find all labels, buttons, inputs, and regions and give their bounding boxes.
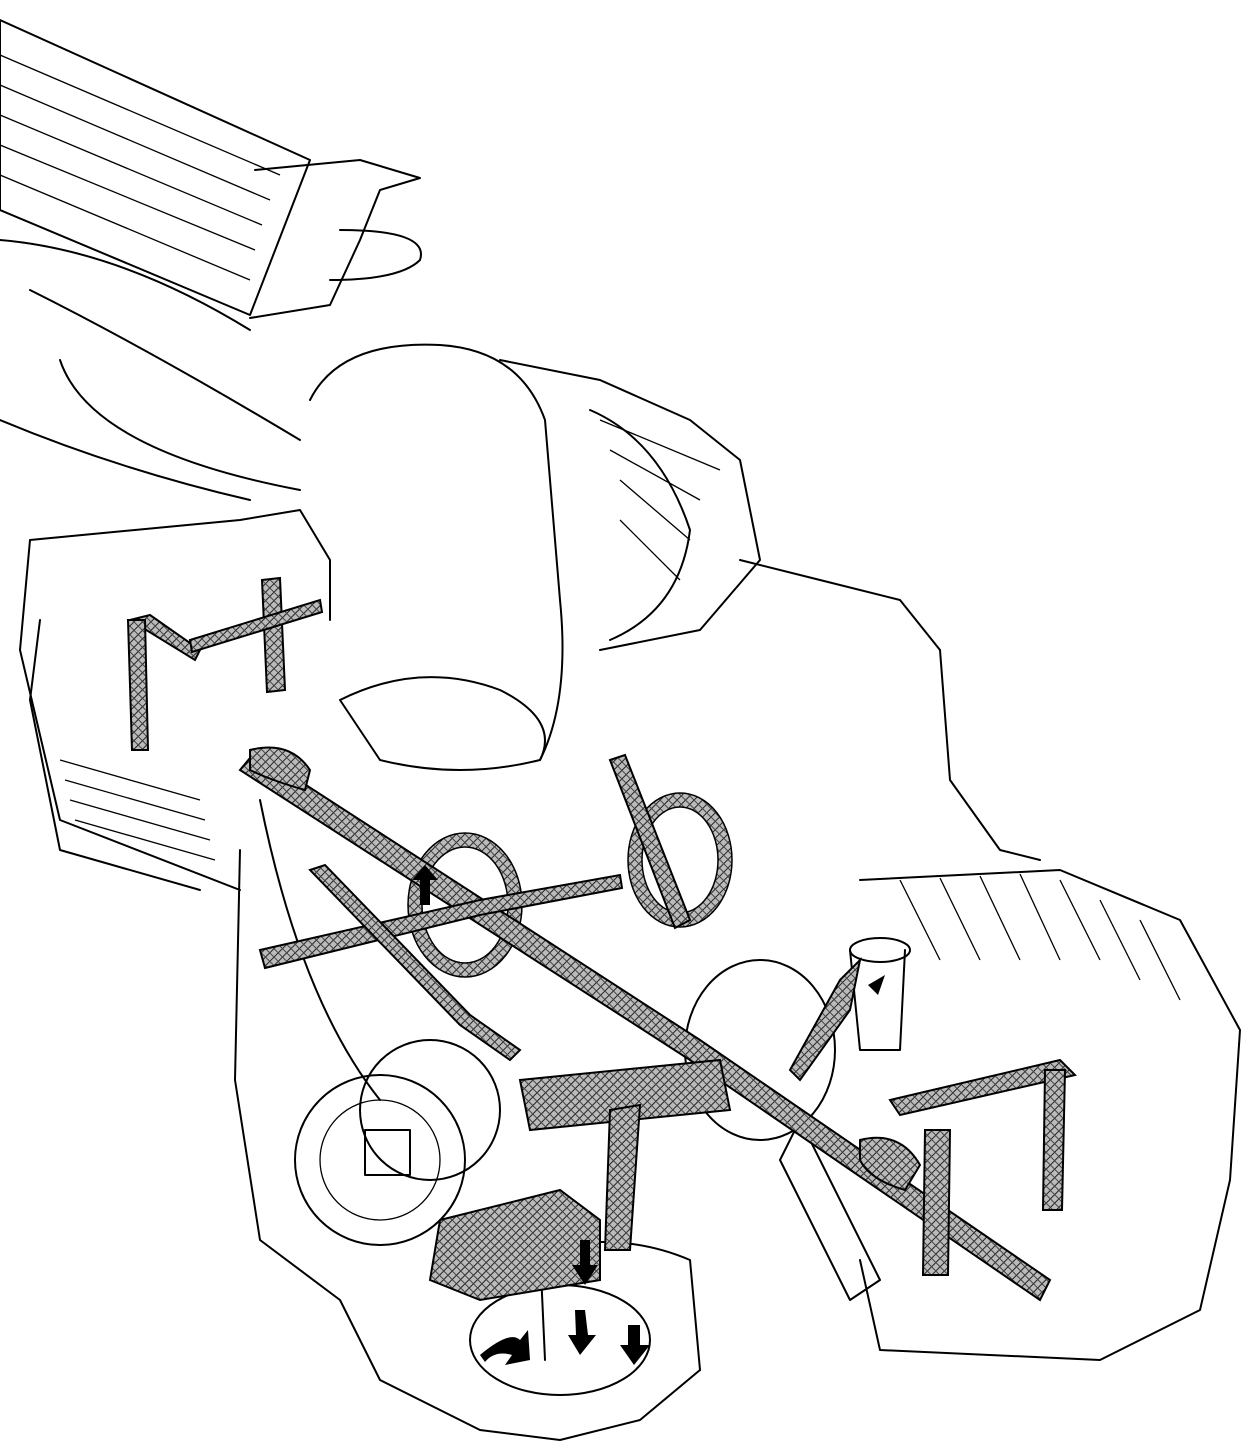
oil-flow-arrow-icon [572, 1240, 598, 1285]
oil-flow-arrows [412, 865, 885, 1365]
oil-flow-arrow-icon [480, 1330, 530, 1365]
left-cylinder [29, 619, 546, 891]
oil-flow-arrow-icon [620, 1325, 650, 1365]
oil-flow-arrow-icon [568, 1310, 596, 1355]
engine-block [19, 343, 1041, 1441]
oil-cooler [0, 19, 422, 501]
right-cylinder [684, 869, 1241, 1361]
oil-flow-arrow-icon [412, 865, 438, 905]
oil-passages [126, 576, 1077, 1302]
oil-flow-arrow-icon [868, 975, 885, 995]
